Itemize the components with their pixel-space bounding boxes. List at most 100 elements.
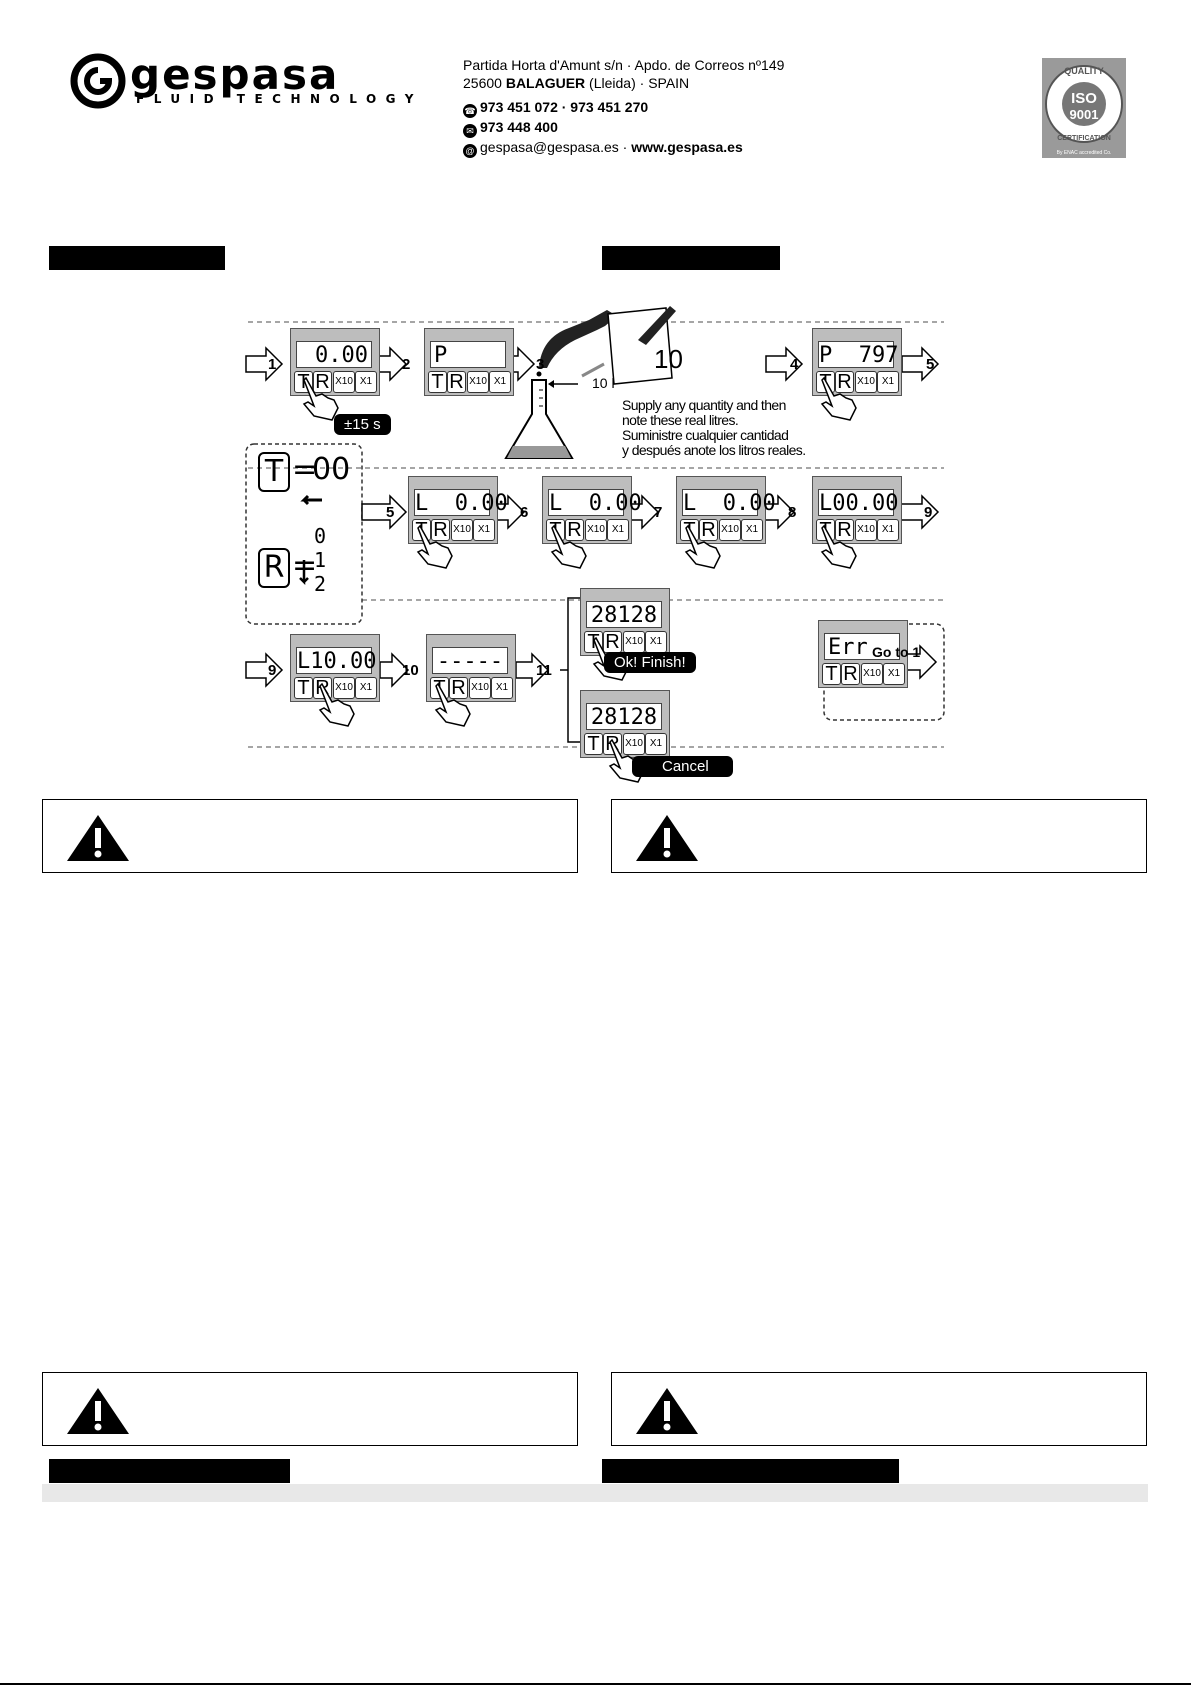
r-key[interactable]: R	[699, 519, 718, 541]
r-key[interactable]: R	[449, 677, 468, 699]
step-number: 6	[520, 504, 529, 521]
x10-key[interactable]: X10	[333, 371, 355, 393]
address-line-2: 25600 BALAGUER (Lleida) · SPAIN	[463, 75, 690, 91]
x1-key[interactable]: X1	[473, 519, 495, 541]
r-key[interactable]: R	[431, 519, 450, 541]
step-number: 9	[924, 504, 933, 521]
x1-key[interactable]: X1	[491, 677, 513, 699]
x1-key[interactable]: X1	[355, 677, 377, 699]
gespasa-logo-icon	[70, 53, 126, 109]
r-key[interactable]: R	[447, 371, 466, 393]
step-number: 7	[654, 504, 663, 521]
address-line-1: Partida Horta d'Amunt s/n · Apdo. de Cor…	[463, 57, 785, 73]
hand-pointer-icon	[302, 376, 339, 421]
section-heading-bar-right	[602, 1459, 899, 1483]
x10-key[interactable]: X10	[861, 663, 883, 685]
hold-time-badge: ±15 s	[334, 414, 391, 435]
iso-9001-seal-icon: QUALITY ISO 9001 CERTIFICATION By ENAC a…	[1042, 58, 1126, 158]
x10-key[interactable]: X10	[855, 371, 877, 393]
ok-finish-badge: Ok! Finish!	[604, 652, 696, 673]
x10-key[interactable]: X10	[333, 677, 355, 699]
warning-box	[611, 1372, 1147, 1446]
x1-key[interactable]: X1	[877, 519, 899, 541]
fax-icon: ✉	[463, 124, 477, 138]
step-number: 1	[268, 356, 277, 373]
step-number: 4	[790, 356, 799, 373]
svg-text:By ENAC accredited Co.: By ENAC accredited Co.	[1057, 150, 1112, 156]
warning-triangle-icon	[636, 1388, 698, 1434]
x1-key[interactable]: X1	[489, 371, 511, 393]
brand-tagline: FLUID TECHNOLOGY	[136, 92, 423, 106]
shaded-band	[42, 1484, 1148, 1502]
x1-key[interactable]: X1	[741, 519, 763, 541]
hand-pointer-icon	[820, 524, 857, 569]
x10-key[interactable]: X10	[719, 519, 741, 541]
web-link[interactable]: www.gespasa.es	[631, 139, 743, 155]
go-to-step-label: Go to 1	[872, 644, 921, 660]
brand-name: gespasa	[130, 50, 340, 99]
beaker-volume-label: 10 l	[592, 375, 615, 391]
warning-box	[42, 799, 578, 873]
x1-key[interactable]: X1	[645, 733, 667, 755]
r-key[interactable]: R	[835, 519, 854, 541]
x1-key[interactable]: X1	[607, 519, 629, 541]
t-key[interactable]: T	[822, 663, 841, 685]
svg-text:9001: 9001	[1070, 107, 1099, 122]
warning-triangle-icon	[67, 815, 129, 861]
x1-key[interactable]: X1	[877, 371, 899, 393]
r-key[interactable]: R	[841, 663, 860, 685]
step-number: 2	[402, 356, 411, 373]
figure-lines	[245, 306, 945, 748]
hand-pointer-icon	[820, 376, 857, 421]
t-key[interactable]: T	[428, 371, 447, 393]
warning-box	[42, 1372, 578, 1446]
email-link[interactable]: gespasa@gespasa.es ·	[480, 139, 632, 155]
fax-line: ✉973 448 400	[463, 118, 784, 138]
step-number: 10	[402, 662, 419, 679]
legend-equals: =	[292, 548, 318, 583]
x1-key[interactable]: X1	[645, 631, 667, 653]
warning-box	[611, 799, 1147, 873]
r-key[interactable]: R	[313, 371, 332, 393]
at-icon: @	[463, 144, 477, 158]
x10-key[interactable]: X10	[451, 519, 473, 541]
t-key[interactable]: T	[584, 733, 603, 755]
x10-key[interactable]: X10	[469, 677, 491, 699]
hand-pointer-icon	[434, 682, 471, 727]
hand-pointer-icon	[318, 682, 355, 727]
warning-triangle-icon	[67, 1388, 129, 1434]
x1-key[interactable]: X1	[883, 663, 905, 685]
r-key[interactable]: R	[565, 519, 584, 541]
company-address: Partida Horta d'Amunt s/n · Apdo. de Cor…	[463, 56, 784, 158]
x10-key[interactable]: X10	[855, 519, 877, 541]
step-number: 11	[536, 662, 552, 679]
r-key[interactable]: R	[835, 371, 854, 393]
x10-key[interactable]: X10	[623, 733, 645, 755]
hand-pointer-icon	[684, 524, 721, 569]
t-key[interactable]: T	[294, 677, 313, 699]
legend-t-key: T	[258, 452, 290, 492]
step-number: 3	[536, 356, 545, 373]
step-number: 5	[386, 504, 395, 521]
legend-equals: =	[292, 452, 318, 487]
x1-key[interactable]: X1	[355, 371, 377, 393]
svg-text:ISO: ISO	[1071, 90, 1097, 107]
email-line: @gespasa@gespasa.es · www.gespasa.es	[463, 138, 784, 158]
x10-key[interactable]: X10	[585, 519, 607, 541]
page-bottom-rule	[0, 1683, 1191, 1685]
svg-text:QUALITY: QUALITY	[1064, 66, 1104, 76]
note-value: 10	[654, 344, 683, 374]
step-number: 5	[926, 356, 935, 373]
x10-key[interactable]: X10	[467, 371, 489, 393]
step-number: 8	[788, 504, 797, 521]
warning-triangle-icon	[636, 815, 698, 861]
section-heading-bar-right	[602, 246, 780, 270]
